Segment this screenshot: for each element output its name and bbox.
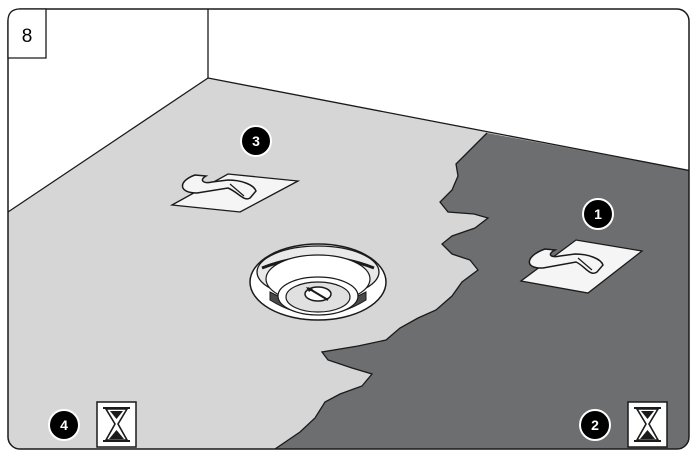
floor-drain-icon xyxy=(249,243,387,321)
marker-3: 3 xyxy=(240,125,272,157)
marker-label: 4 xyxy=(60,417,68,433)
marker-label: 1 xyxy=(594,206,602,222)
marker-label: 2 xyxy=(591,417,599,433)
left-wall-floor-line xyxy=(8,77,209,213)
step-number: 8 xyxy=(22,26,33,47)
step-number-box: 8 xyxy=(7,8,47,59)
back-wall-floor-line xyxy=(207,77,689,173)
marker-1: 1 xyxy=(582,198,614,230)
frame-border xyxy=(7,8,690,450)
marker-4: 4 xyxy=(48,409,80,441)
hourglass-icon xyxy=(627,401,668,448)
trowel-icon xyxy=(169,173,301,213)
trowel-icon xyxy=(519,239,644,294)
hourglass-icon xyxy=(96,401,137,448)
coat-edge-line xyxy=(274,132,490,449)
marker-label: 3 xyxy=(252,133,260,149)
marker-2: 2 xyxy=(579,409,611,441)
